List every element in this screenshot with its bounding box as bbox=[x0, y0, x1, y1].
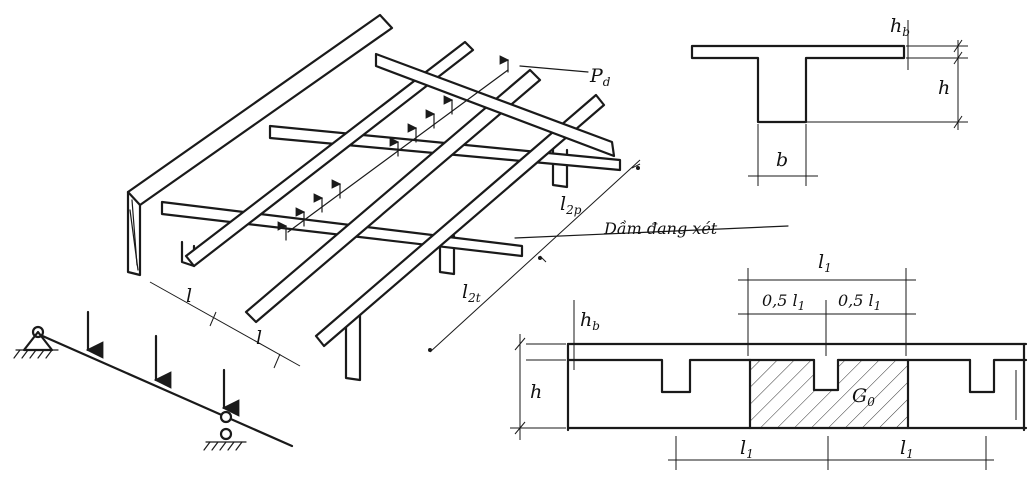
label-pd: Pd bbox=[589, 65, 611, 89]
label-l1-b: l bbox=[256, 327, 262, 349]
beam-static-scheme bbox=[13, 310, 294, 451]
label-b-top: b bbox=[776, 149, 788, 171]
label-l2t: l2t bbox=[462, 281, 481, 305]
label-l1-a: l bbox=[186, 285, 192, 307]
back-wall bbox=[126, 13, 394, 277]
secondary-beams bbox=[184, 40, 606, 348]
label-half-l1-left: 0,5 l1 bbox=[762, 291, 805, 313]
label-l2p: l2p bbox=[560, 193, 582, 217]
floor-cross-section: l1 0,5 l1 0,5 l1 hb h G0 l1 l1 bbox=[510, 251, 1028, 470]
columns bbox=[180, 146, 569, 382]
label-h-bottom: h bbox=[530, 381, 542, 403]
floor-system-isometric: Pd l2p Dầm đang xét l2t l l bbox=[126, 13, 789, 382]
label-g0: G0 bbox=[852, 385, 875, 409]
label-half-l1-right: 0,5 l1 bbox=[838, 291, 881, 313]
label-beam-under-consideration: Dầm đang xét bbox=[603, 219, 718, 238]
label-l1-bottom-left: l1 bbox=[740, 437, 754, 461]
label-hb-top: hb bbox=[890, 15, 910, 39]
pd-leader bbox=[519, 65, 589, 73]
label-h-top: h bbox=[938, 77, 950, 99]
label-hb-bottom: hb bbox=[580, 309, 600, 333]
label-l1-bottom-right: l1 bbox=[900, 437, 914, 461]
top-cross-beam bbox=[374, 52, 616, 158]
isometric-dimensions bbox=[149, 159, 641, 369]
t-section-detail: hb h b bbox=[690, 15, 968, 186]
label-l1-top-span: l1 bbox=[818, 251, 832, 275]
distributed-load-arrows bbox=[277, 55, 510, 241]
beam-leader bbox=[514, 225, 789, 239]
